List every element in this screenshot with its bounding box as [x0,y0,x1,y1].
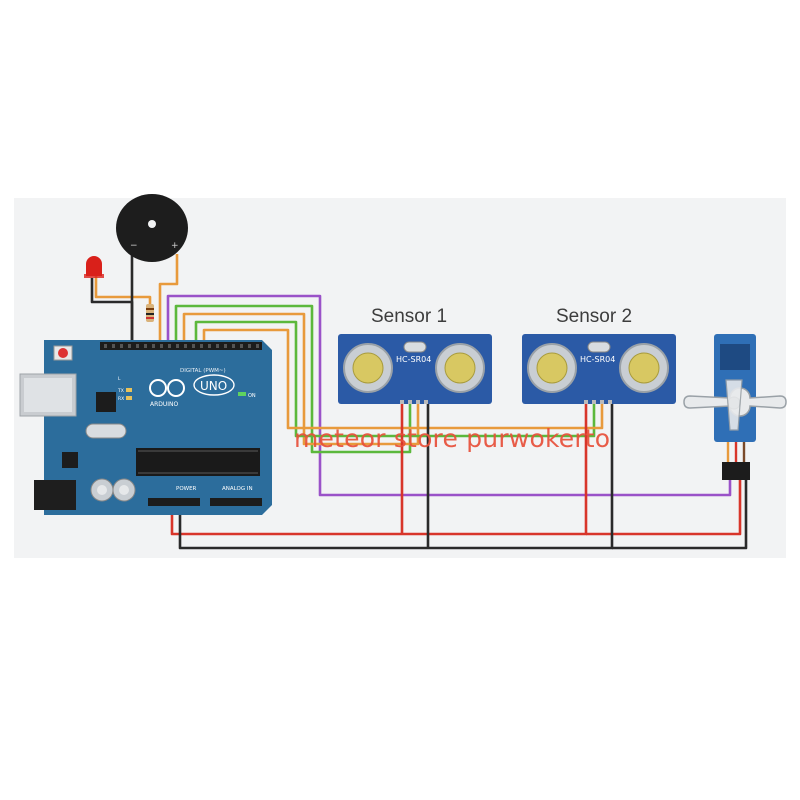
buzzer-plus-label: + [171,241,179,251]
wire-s2-trig [194,320,596,438]
arduino-logo: ARDUINO [149,379,185,408]
wire-s2-echo [202,328,604,430]
crystal [85,423,127,439]
buzzer-minus-label: − [130,241,138,251]
sensor-1-model: HC-SR04 [396,355,431,364]
ultrasonic-sensor-2: HC-SR04 [522,334,676,404]
servo-connector [722,462,750,480]
power-label: POWER [176,486,197,492]
tx-label: TX [117,388,124,394]
resistor [146,304,154,322]
wire-led-to-gnd [90,278,134,345]
analog-label: ANALOG IN [222,486,253,492]
on-label: ON [248,393,256,399]
watermark-text: meteor store purwokerto [294,424,611,453]
arduino-uno-board: DIGITAL (PWM~) ARDUINO UNO ON L TX RX [19,340,272,515]
servo-motor [683,334,787,480]
rx-label: RX [118,396,124,402]
sensor-1-label: Sensor 1 [371,306,448,327]
wire-5v-servo [586,478,742,536]
wires [90,248,748,550]
digital-label: DIGITAL (PWM~) [180,368,226,374]
atmega-chip [136,448,260,476]
wire-servo-signal [166,294,732,497]
piezo-buzzer: − + [116,194,188,262]
sensor-2-model: HC-SR04 [580,355,615,364]
digital-header [100,342,262,350]
l-label: L [118,376,121,382]
power-jack [34,480,76,510]
wire-gnd-rail [178,400,614,550]
sensor-2-label: Sensor 2 [556,306,633,327]
wire-gnd-servo [612,478,748,550]
voltage-regulator [62,452,78,468]
wire-led-to-resistor [94,276,152,320]
analog-header [210,498,262,506]
wire-5v-rail [170,400,588,536]
uno-label: UNO [200,379,227,393]
arduino-logo-text: ARDUINO [150,401,179,408]
power-header [148,498,200,506]
wire-buzzer-plus [158,254,179,345]
usb-chip [96,392,116,412]
ultrasonic-sensor-1: HC-SR04 [338,334,492,404]
red-led [84,256,104,278]
